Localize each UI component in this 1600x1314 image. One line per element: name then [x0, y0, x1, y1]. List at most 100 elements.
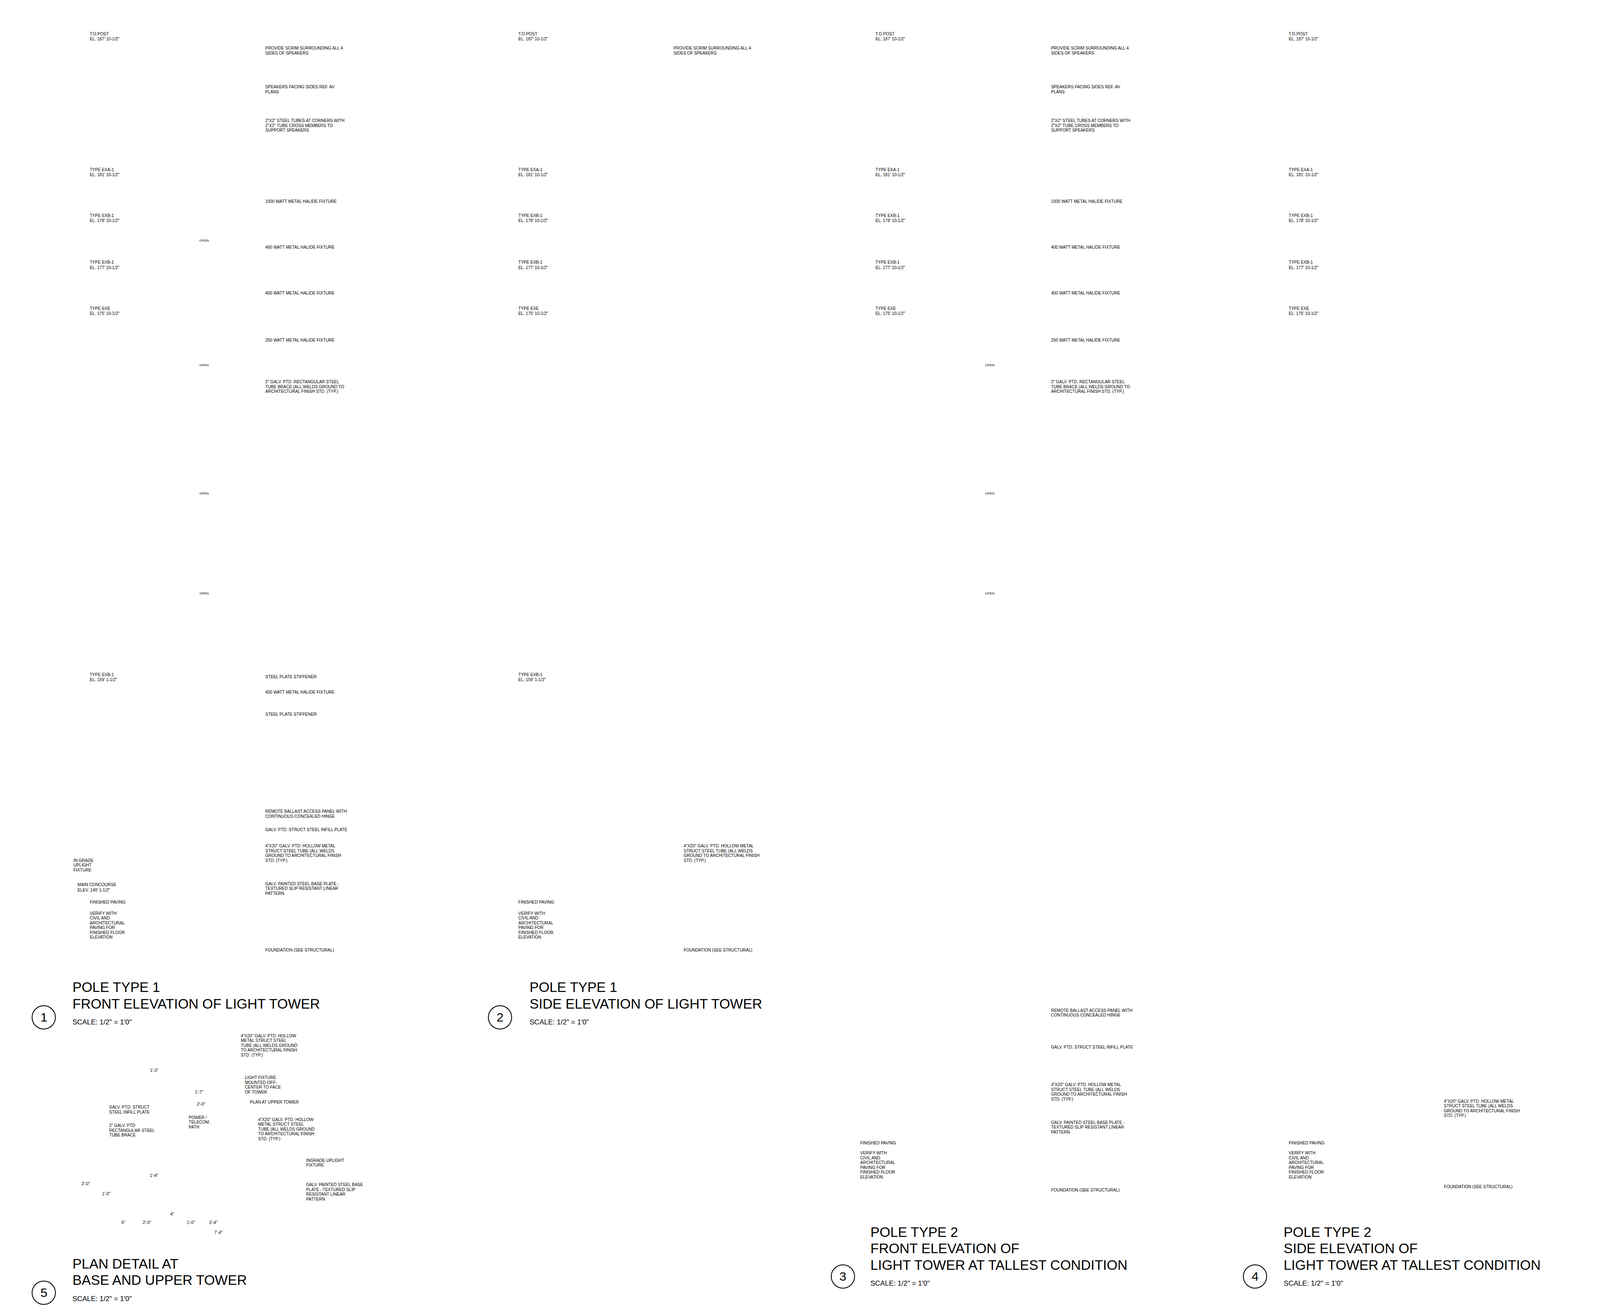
callout-text: EL. 177' 10-1/2" [90, 265, 120, 271]
callout-text: TYPE EXA-1 [1288, 167, 1313, 173]
callout-text: EL. 178' 10-1/2" [875, 218, 905, 224]
callout-text: TYPE EXE [875, 306, 896, 312]
view-title: FRONT ELEVATION OF LIGHT TOWER [72, 997, 320, 1011]
callout-text: EL. 181' 10-1/2" [518, 172, 548, 178]
callout-text: 1'-7" [195, 1090, 204, 1095]
callout-text: 4"X20" GALV. PTD. HOLLOW METAL STRUCT ST… [265, 843, 350, 863]
view-title: POLE TYPE 2 [870, 1225, 958, 1240]
callout-text: FOUNDATION (SEE STRUCTURAL) [265, 947, 350, 953]
callout-text: EL. 177' 10-1/2" [518, 265, 548, 271]
callout-text: REMOTE BALLAST ACCESS PANEL WITH CONTINU… [265, 809, 350, 819]
callout-text: 250 WATT METAL HALIDE FIXTURE [265, 337, 350, 343]
callout-text: 4"X20" GALV. PTD. HOLLOW METAL STRUCT ST… [1443, 1099, 1528, 1119]
callout-number: 2 [496, 1011, 504, 1024]
callout-text: 1000 WATT METAL HALIDE FIXTURE [265, 199, 350, 205]
panel-note: OPEN [198, 363, 210, 368]
callout-text: TYPE EXA-1 [518, 167, 543, 173]
callout-text: TYPE EXB-1 [518, 260, 543, 265]
view-title: FRONT ELEVATION OF [870, 1241, 1020, 1256]
callout-text: VERIFY WITH CIVIL AND ARCHITECTURAL PAVI… [860, 1150, 897, 1180]
panel-note: OPEN [984, 492, 996, 496]
view-number-circle: 1 [31, 1005, 56, 1030]
callout-text: 2'-0" [142, 1220, 152, 1226]
view-number-circle: 5 [31, 1280, 56, 1305]
callout-text: PLAN AT UPPER TOWER [250, 1100, 299, 1105]
callout-number: 3 [839, 1270, 847, 1283]
callout-text: PROVIDE SCRIM SURROUNDING ALL 4 SIDES OF… [1050, 45, 1135, 56]
callout-text: TYPE EXB-1 [90, 672, 115, 678]
scale-note: SCALE: 1/2" = 1'0" [1283, 1279, 1343, 1288]
view-title: POLE TYPE 1 [72, 980, 160, 995]
callout-text: EL. 187' 10-1/2" [1288, 36, 1319, 42]
callout-text: 2" GALV. PTD. RECTANGULAR STEEL TUBE BRA… [1050, 379, 1135, 395]
panel-note: OPEN [984, 592, 996, 596]
callout-text: GALV. PAINTED STEEL BASE PLATE - TEXTURE… [265, 881, 350, 897]
callout-text: EL. 181' 10-1/2" [1288, 172, 1319, 178]
callout-text: EL. 175' 10-1/2" [90, 311, 120, 317]
callout-text: 2'-0" [197, 1102, 206, 1108]
callout-text: 7'-4" [214, 1230, 223, 1236]
callout-text: LIGHT FIXTURE MOUNTED OFF-CENTER TO FACE… [245, 1075, 288, 1095]
callout-text: 400 WATT METAL HALIDE FIXTURE [1050, 245, 1135, 250]
callout-text: 2"X2" STEEL TUBES AT CORNERS WITH 2"X2" … [1050, 118, 1135, 133]
callout-text: EL. 181' 10-1/2" [90, 172, 120, 178]
callout-text: ELEV. 149' 1-1/2" [77, 887, 110, 893]
callout-text: FOUNDATION (SEE STRUCTURAL) [683, 947, 768, 953]
callout-text: GALV. PAINTED STEEL BASE PLATE - TEXTURE… [306, 1182, 364, 1202]
callout-text: SPEAKERS FACING SIDES REF. AV PLANS [265, 84, 350, 95]
view-title: SIDE ELEVATION OF LIGHT TOWER [529, 997, 763, 1011]
callout-text: 4"X20" GALV. PTD. HOLLOW METAL STRUCT ST… [258, 1117, 316, 1142]
callout-text: TYPE EXA-1 [90, 167, 115, 173]
callout-text: 2" GALV. PTD RECTANGULAR STEEL TUBE BRAC… [109, 1123, 155, 1138]
view-title: SIDE ELEVATION OF [1283, 1241, 1418, 1256]
callout-text: EL. 175' 10-1/2" [875, 311, 905, 317]
callout-text: EL. 178' 10-1/2" [1288, 218, 1319, 224]
callout-text: INGRADE UPLIGHT FIXTURE [306, 1158, 353, 1168]
callout-text: 1'-4" [149, 1173, 160, 1179]
callout-text: POWER / TELECOM. PATH [188, 1115, 216, 1130]
view-title: POLE TYPE 2 [1283, 1225, 1372, 1240]
callout-text: 2" GALV. PTD. RECTANGULAR STEEL TUBE BRA… [265, 379, 350, 395]
callout-text: EL. 177' 10-1/2" [1288, 265, 1319, 271]
callout-text: TYPE EXB-1 [1288, 260, 1313, 265]
callout-text: TYPE EXE [518, 306, 539, 312]
callout-text: VERIFY WITH CIVIL AND ARCHITECTURAL PAVI… [90, 911, 127, 940]
callout-text: EL. 177' 10-1/2" [875, 265, 905, 271]
scale-note: SCALE: 1/2" = 1'0" [72, 1295, 132, 1304]
view-title: PLAN DETAIL AT [72, 1257, 179, 1271]
callout-text: GALV. PAINTED STEEL BASE PLATE - TEXTURE… [1050, 1120, 1135, 1135]
callout-text: T.O.POST [1288, 31, 1308, 37]
callout-text: 1000 WATT METAL HALIDE FIXTURE [1050, 199, 1135, 205]
callout-text: TYPE EXE [90, 306, 111, 312]
callout-text: GALV. PTD. STRUCT STEEL INFILL PLATE [1050, 1045, 1135, 1050]
callout-text: TYPE EXB-1 [90, 213, 115, 219]
callout-text: GALV. PTD. STRUCT STEEL INFILL PLATE [265, 827, 350, 833]
callout-text: 1'-0" [102, 1191, 111, 1197]
callout-text: REMOTE BALLAST ACCESS PANEL WITH CONTINU… [1050, 1008, 1135, 1018]
callout-text: TYPE EXB-1 [90, 260, 115, 265]
callout-text: EL. 175' 10-1/2" [1288, 311, 1319, 317]
callout-text: 1'-0" [186, 1220, 195, 1226]
callout-text: TYPE EXB-1 [875, 213, 900, 219]
scale-note: SCALE: 1/2" = 1'0" [870, 1279, 930, 1288]
callout-number: 5 [40, 1286, 48, 1300]
callout-text: 2'-4" [209, 1220, 218, 1226]
panel-note: OPEN [198, 592, 210, 596]
view-title: LIGHT TOWER AT TALLEST CONDITION [1283, 1258, 1541, 1273]
callout-text: PROVIDE SCRIM SURROUNDING ALL 4 SIDES OF… [673, 45, 758, 56]
callout-text: 2'-0" [81, 1181, 90, 1187]
callout-text: 4"X20" GALV. PTD. HOLLOW METAL STRUCT ST… [683, 843, 768, 863]
callout-text: SPEAKERS FACING SIDES REF. AV PLANS [1050, 84, 1135, 95]
callout-text: EL. 187' 10-1/2" [518, 36, 548, 42]
callout-text: 4" [169, 1212, 175, 1218]
callout-text: VERIFY WITH CIVIL AND ARCHITECTURAL PAVI… [518, 911, 555, 940]
callout-text: 400 WATT METAL HALIDE FIXTURE [265, 245, 350, 250]
callout-text: STEEL PLATE STIFFENER [265, 674, 350, 680]
callout-text: TYPE EXB-1 [1288, 213, 1313, 219]
callout-text: STEEL PLATE STIFFENER [265, 712, 350, 718]
callout-number: 1 [40, 1011, 48, 1024]
view-number-circle: 3 [830, 1264, 855, 1289]
callout-text: 4"X20" GALV. PTD. HOLLOW METAL STRUCT ST… [1050, 1082, 1135, 1102]
callout-text: FOUNDATION (SEE STRUCTURAL) [1050, 1187, 1135, 1193]
callout-text: T.O.POST [518, 31, 538, 37]
